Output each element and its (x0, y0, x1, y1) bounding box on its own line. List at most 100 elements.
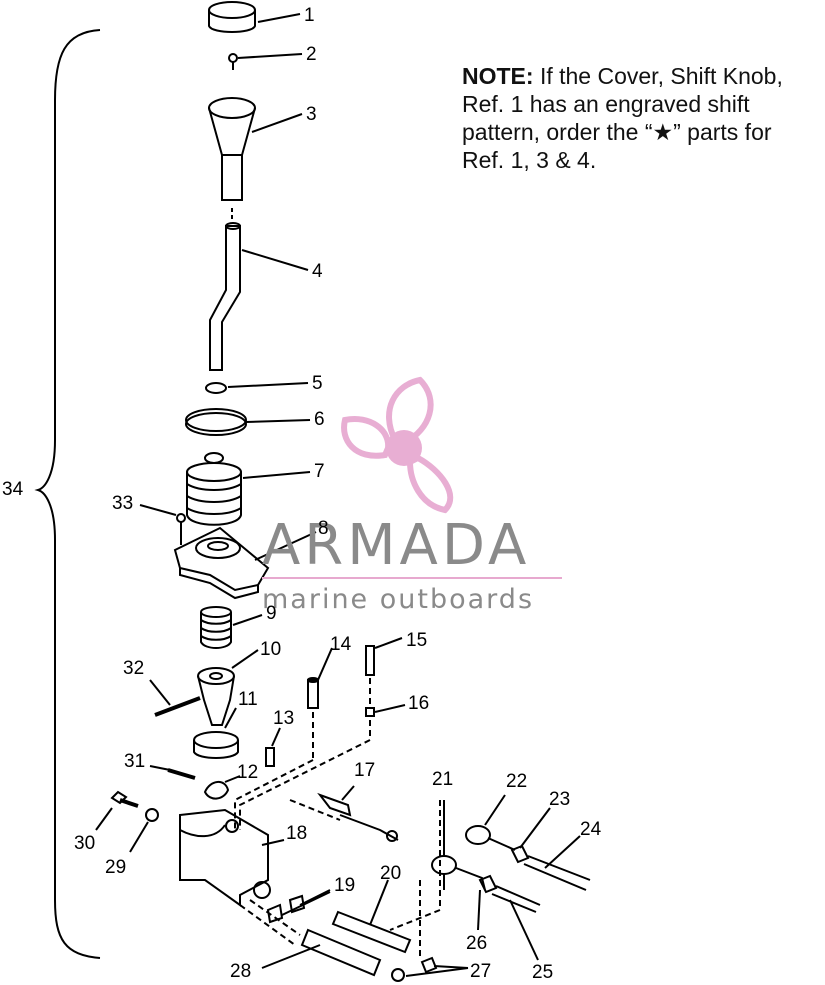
armada-propeller-logo (341, 376, 454, 514)
part-32-pin (154, 696, 201, 717)
armada-logo-rule (262, 577, 562, 579)
callout-23: 23 (549, 789, 571, 810)
leader-6 (245, 419, 311, 423)
note-label: NOTE: (462, 63, 534, 89)
part-26-nut (478, 874, 498, 894)
callout-25: 25 (532, 962, 554, 983)
leader-23 (519, 807, 551, 849)
leader-10 (231, 649, 259, 669)
callout-1: 1 (304, 5, 315, 26)
leader-25 (509, 899, 539, 961)
leader-27b (433, 965, 469, 969)
leader-24 (544, 835, 581, 869)
part-7-boot (186, 452, 242, 526)
dashed-21 (389, 800, 441, 960)
callout-17: 17 (354, 760, 376, 781)
leader-22 (484, 794, 506, 826)
part-23-nut (510, 844, 530, 864)
part-6-ring (185, 408, 247, 436)
callout-18: 18 (286, 823, 308, 844)
leader-2 (237, 53, 303, 59)
note-body: If the Cover, Shift Knob, Ref. 1 has an … (462, 63, 783, 173)
leader-19b (281, 891, 331, 916)
part-30-bolt (110, 790, 139, 808)
leader-8 (254, 531, 317, 561)
armada-logo-name: ARMADA (262, 513, 531, 578)
callout-16: 16 (408, 693, 430, 714)
callout-10: 10 (260, 639, 282, 660)
part-17-cable-end (317, 792, 399, 842)
leader-7 (242, 471, 311, 479)
part-9-spring (200, 606, 232, 649)
leader-4 (241, 249, 309, 271)
part-2-screw (228, 53, 238, 70)
callout-27: 27 (470, 961, 492, 982)
leader-16 (374, 704, 406, 713)
callout-20: 20 (380, 863, 402, 884)
leader-26 (477, 889, 481, 931)
callout-15: 15 (406, 630, 428, 651)
part-25-cable (491, 885, 541, 913)
leader-3 (251, 113, 303, 133)
leader-27a (405, 967, 469, 977)
part-5-oring (205, 382, 227, 394)
part-15-stud (365, 645, 375, 676)
callout-28: 28 (230, 961, 252, 982)
part-14-pin (307, 677, 319, 709)
leader-15 (374, 637, 403, 649)
brace-34 (34, 29, 101, 959)
callout-19: 19 (334, 875, 356, 896)
leader-28 (261, 944, 321, 969)
callout-22: 22 (506, 771, 528, 792)
part-29-washer (145, 808, 159, 822)
leader-32 (149, 679, 171, 706)
part-18-housing (179, 808, 271, 907)
assembly-lines-upper (234, 739, 371, 830)
callout-6: 6 (314, 409, 325, 430)
part-13-fitting (265, 747, 275, 767)
callout-7: 7 (314, 461, 325, 482)
callout-8: 8 (318, 518, 329, 539)
part-10-pivot (197, 667, 235, 726)
part-28-shaft (239, 899, 382, 977)
part-4-lever (209, 222, 241, 371)
leader-18 (261, 839, 285, 846)
leader-33 (139, 504, 177, 516)
part-20-shaft (331, 910, 412, 954)
part-33-screw (176, 513, 186, 545)
leader-20 (369, 879, 389, 926)
callout-2: 2 (306, 44, 317, 65)
callout-3: 3 (306, 104, 317, 125)
callout-33: 33 (112, 493, 134, 514)
armada-logo-tagline: marine outboards (262, 584, 535, 615)
part-3-knob (208, 97, 256, 201)
callout-12: 12 (237, 762, 259, 783)
leader-11 (224, 707, 237, 729)
callout-30: 30 (74, 833, 96, 854)
callout-13: 13 (273, 708, 295, 729)
part-22-ball-joint (465, 825, 516, 851)
part-12-ball (203, 781, 230, 800)
callout-31: 31 (124, 751, 146, 772)
leader-1 (257, 13, 301, 23)
part-16-clip (365, 707, 375, 717)
leader-13 (271, 727, 281, 747)
part-31-pin (167, 768, 196, 780)
callout-34: 34 (2, 479, 24, 500)
part-1-cover (208, 1, 256, 33)
leader-19a (299, 889, 331, 906)
part-8-plate (173, 526, 270, 600)
leader-29 (129, 821, 149, 853)
leader-5 (227, 382, 309, 388)
callout-14: 14 (330, 634, 352, 655)
note-text: NOTE: If the Cover, Shift Knob, Ref. 1 h… (462, 62, 812, 174)
callout-24: 24 (580, 819, 602, 840)
part-24-cable (523, 855, 591, 891)
leader-14 (317, 647, 333, 681)
leader-9 (232, 614, 263, 626)
callout-11: 11 (238, 689, 258, 710)
callout-32: 32 (123, 658, 145, 679)
callout-29: 29 (105, 857, 127, 878)
callout-5: 5 (312, 373, 323, 394)
